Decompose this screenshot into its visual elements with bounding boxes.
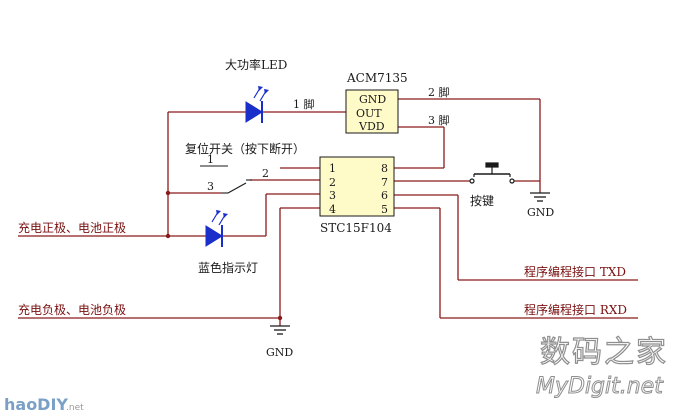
junction-dot xyxy=(277,315,283,321)
pin1-label: 1 脚 xyxy=(293,97,315,111)
watermark-en: MyDigit.net xyxy=(536,374,664,399)
switch-pin1-label: 1 xyxy=(207,153,214,166)
high-power-led-label: 大功率LED xyxy=(225,57,287,72)
junctions xyxy=(165,190,283,321)
button-label: 按键 xyxy=(470,194,494,208)
mcu-pin-label: 2 xyxy=(329,176,336,189)
mcu-pin-label: 5 xyxy=(381,203,388,216)
reset-switch-label: 复位开关（按下断开） xyxy=(185,141,305,156)
mcu-pin-label: 3 xyxy=(329,189,336,202)
acm7135-chip xyxy=(345,89,399,134)
acm-gnd-label: GND xyxy=(359,93,386,106)
txd-label: 程序编程接口 TXD xyxy=(524,264,626,279)
mcu-pin-label: 7 xyxy=(381,176,388,189)
switch-pin3-label: 3 xyxy=(207,180,214,193)
mcu-pin-label: 6 xyxy=(381,189,388,202)
haodiy-logo: haoDIY .net xyxy=(4,395,84,414)
reset-switch-icon xyxy=(200,165,252,194)
mcu-chip xyxy=(319,156,395,217)
rxd-label: 程序编程接口 RXD xyxy=(524,302,627,317)
charge-negative-label: 充电负极、电池负极 xyxy=(18,302,126,317)
mcu-left-pins: 1 2 3 4 xyxy=(329,162,336,216)
junction-dot xyxy=(165,190,171,196)
ground-right-icon xyxy=(530,192,550,202)
acm-out-label: OUT xyxy=(356,107,382,120)
pin3-label: 3 脚 xyxy=(428,113,450,127)
mcu-right-pins: 8 7 6 5 xyxy=(381,162,388,216)
mcu-pin-label: 8 xyxy=(381,162,388,175)
watermark-cn: 数码之家 xyxy=(540,335,668,370)
mcu-pin-label: 4 xyxy=(329,203,336,216)
high-power-led-icon xyxy=(245,86,269,123)
acm-title: ACM7135 xyxy=(346,71,408,85)
charge-positive-label: 充电正极、电池正极 xyxy=(18,220,126,235)
mcu-name-label: STC15F104 xyxy=(320,221,392,235)
push-button-icon xyxy=(469,162,515,184)
haodiy-logo-text: haoDIY xyxy=(4,395,68,414)
gnd-right-label: GND xyxy=(527,206,554,219)
blue-led-icon xyxy=(205,210,228,247)
acm-vdd-label: VDD xyxy=(358,120,385,133)
blue-led-label: 蓝色指示灯 xyxy=(198,260,258,275)
junction-dot xyxy=(165,233,171,239)
mcu-pin-label: 1 xyxy=(329,162,336,175)
ground-bottom-icon xyxy=(270,325,290,335)
haodiy-logo-suffix: .net xyxy=(66,403,84,413)
switch-pin2-label: 2 xyxy=(262,167,269,180)
gnd-bottom-label: GND xyxy=(266,346,293,359)
pin2-label: 2 脚 xyxy=(428,85,450,99)
wires xyxy=(18,98,638,326)
